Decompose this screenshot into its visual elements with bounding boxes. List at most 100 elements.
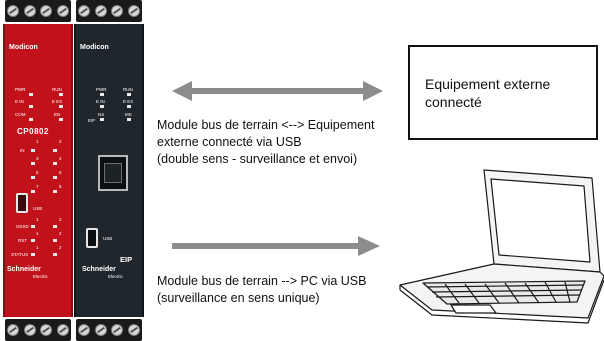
led-label-in: IN [20,148,25,153]
led-label-e-ex: E EX [52,99,63,104]
safety-module-cp0802: Modicon PWR RUN E IN E EX COM EN CP0802 … [3,0,73,341]
led-status-2 [53,253,57,256]
led-label-run: RUN [123,87,133,92]
led-com [29,118,33,121]
external-equipment-label: Equipement externe connecté [425,76,551,110]
led-ms [127,118,131,121]
bidirectional-arrow [172,81,383,101]
input-number: 2 [59,139,62,144]
led-label-run: RUN [52,87,62,92]
led-ossd-1 [31,225,35,228]
unidirectional-arrow [172,236,380,256]
top-terminal-strip [5,0,71,22]
terminal-screw [23,324,36,336]
bidirectional-label-line-3: (double sens - surveillance et envoi) [157,152,358,166]
led-in-8 [53,190,57,193]
led-run [127,93,131,96]
bidirectional-label-line-2: externe connecté via USB [157,135,302,149]
led-ns [100,118,104,121]
led-ossd-2 [53,225,57,228]
external-equipment-box [408,45,598,140]
terminal-screw [94,324,107,336]
led-label-e-in: E IN [96,99,105,104]
led-label-ms: MS [125,112,132,117]
led-rst-1 [31,239,35,242]
led-e-ex [59,105,63,108]
led-in-1 [31,149,35,152]
module-model: CP0802 [17,127,49,136]
usb-label: USB [103,236,113,241]
terminal-screw [127,324,140,336]
bidirectional-label-line-1: Module bus de terrain <--> Equipement [157,118,375,132]
input-number: 4 [59,156,62,161]
led-e-ex [127,105,131,108]
bottom-terminal-strip [5,319,71,341]
usb-port[interactable] [86,228,98,248]
led-label-e-in: E IN [15,99,24,104]
led-label-pwr: PWR [15,87,26,92]
led-in-3 [31,162,35,165]
fieldbus-module-eip: Modicon PWR RUN E IN E EX NS MS EIP USB … [74,0,144,341]
usb-port[interactable] [16,193,28,213]
led-pwr [29,93,33,96]
led-label-status: STATUS [11,252,29,257]
schneider-logo-sub: Electric [108,274,123,279]
unidirectional-label-line-2: (surveillance en sens unique) [157,291,320,305]
output-number: 1 [36,245,39,250]
terminal-screw [40,5,53,17]
led-status-1 [31,253,35,256]
module-model: EIP [120,255,133,264]
terminal-screw [78,5,91,17]
output-number: 2 [59,245,62,250]
led-label-e-ex: E EX [123,99,134,104]
led-in-7 [31,190,35,193]
led-label-en: EN [54,112,61,117]
terminal-screw [78,324,91,336]
led-in-2 [53,149,57,152]
terminal-screw [23,5,36,17]
module-brand: Modicon [80,44,109,51]
schneider-logo: Schneider [82,266,116,273]
input-number: 5 [36,170,39,175]
led-in-5 [31,176,35,179]
terminal-screw [111,324,124,336]
input-number: 3 [36,156,39,161]
terminal-screw [127,5,140,17]
led-pwr [100,93,104,96]
bottom-terminal-strip [76,319,142,341]
top-terminal-strip [76,0,142,22]
input-number: 6 [59,170,62,175]
led-in-6 [53,176,57,179]
led-label-eip: EIP [88,118,96,123]
output-number: 2 [59,217,62,222]
terminal-screw [7,5,20,17]
terminal-screw [7,324,20,336]
input-number: 7 [36,184,39,189]
led-rst-2 [53,239,57,242]
laptop-icon [399,169,604,324]
led-en [59,118,63,121]
led-e-in [29,105,33,108]
led-label-pwr: PWR [96,87,107,92]
module-brand: Modicon [9,44,38,51]
ethernet-port[interactable] [98,155,128,191]
terminal-screw [94,5,107,17]
input-number: 1 [36,139,39,144]
led-label-ns: NS [98,112,105,117]
led-label-com: COM [15,112,26,117]
input-number: 8 [59,184,62,189]
led-in-4 [53,162,57,165]
schneider-logo: Schneider [7,266,41,273]
terminal-screw [56,5,69,17]
led-e-in [100,105,104,108]
output-number: 2 [59,231,62,236]
output-number: 1 [36,231,39,236]
unidirectional-label-line-1: Module bus de terrain --> PC via USB [157,274,367,288]
usb-label: USB [33,206,43,211]
module-housing [3,24,73,317]
led-label-rst: RST [18,238,27,243]
terminal-screw [111,5,124,17]
output-number: 1 [36,217,39,222]
terminal-screw [56,324,69,336]
